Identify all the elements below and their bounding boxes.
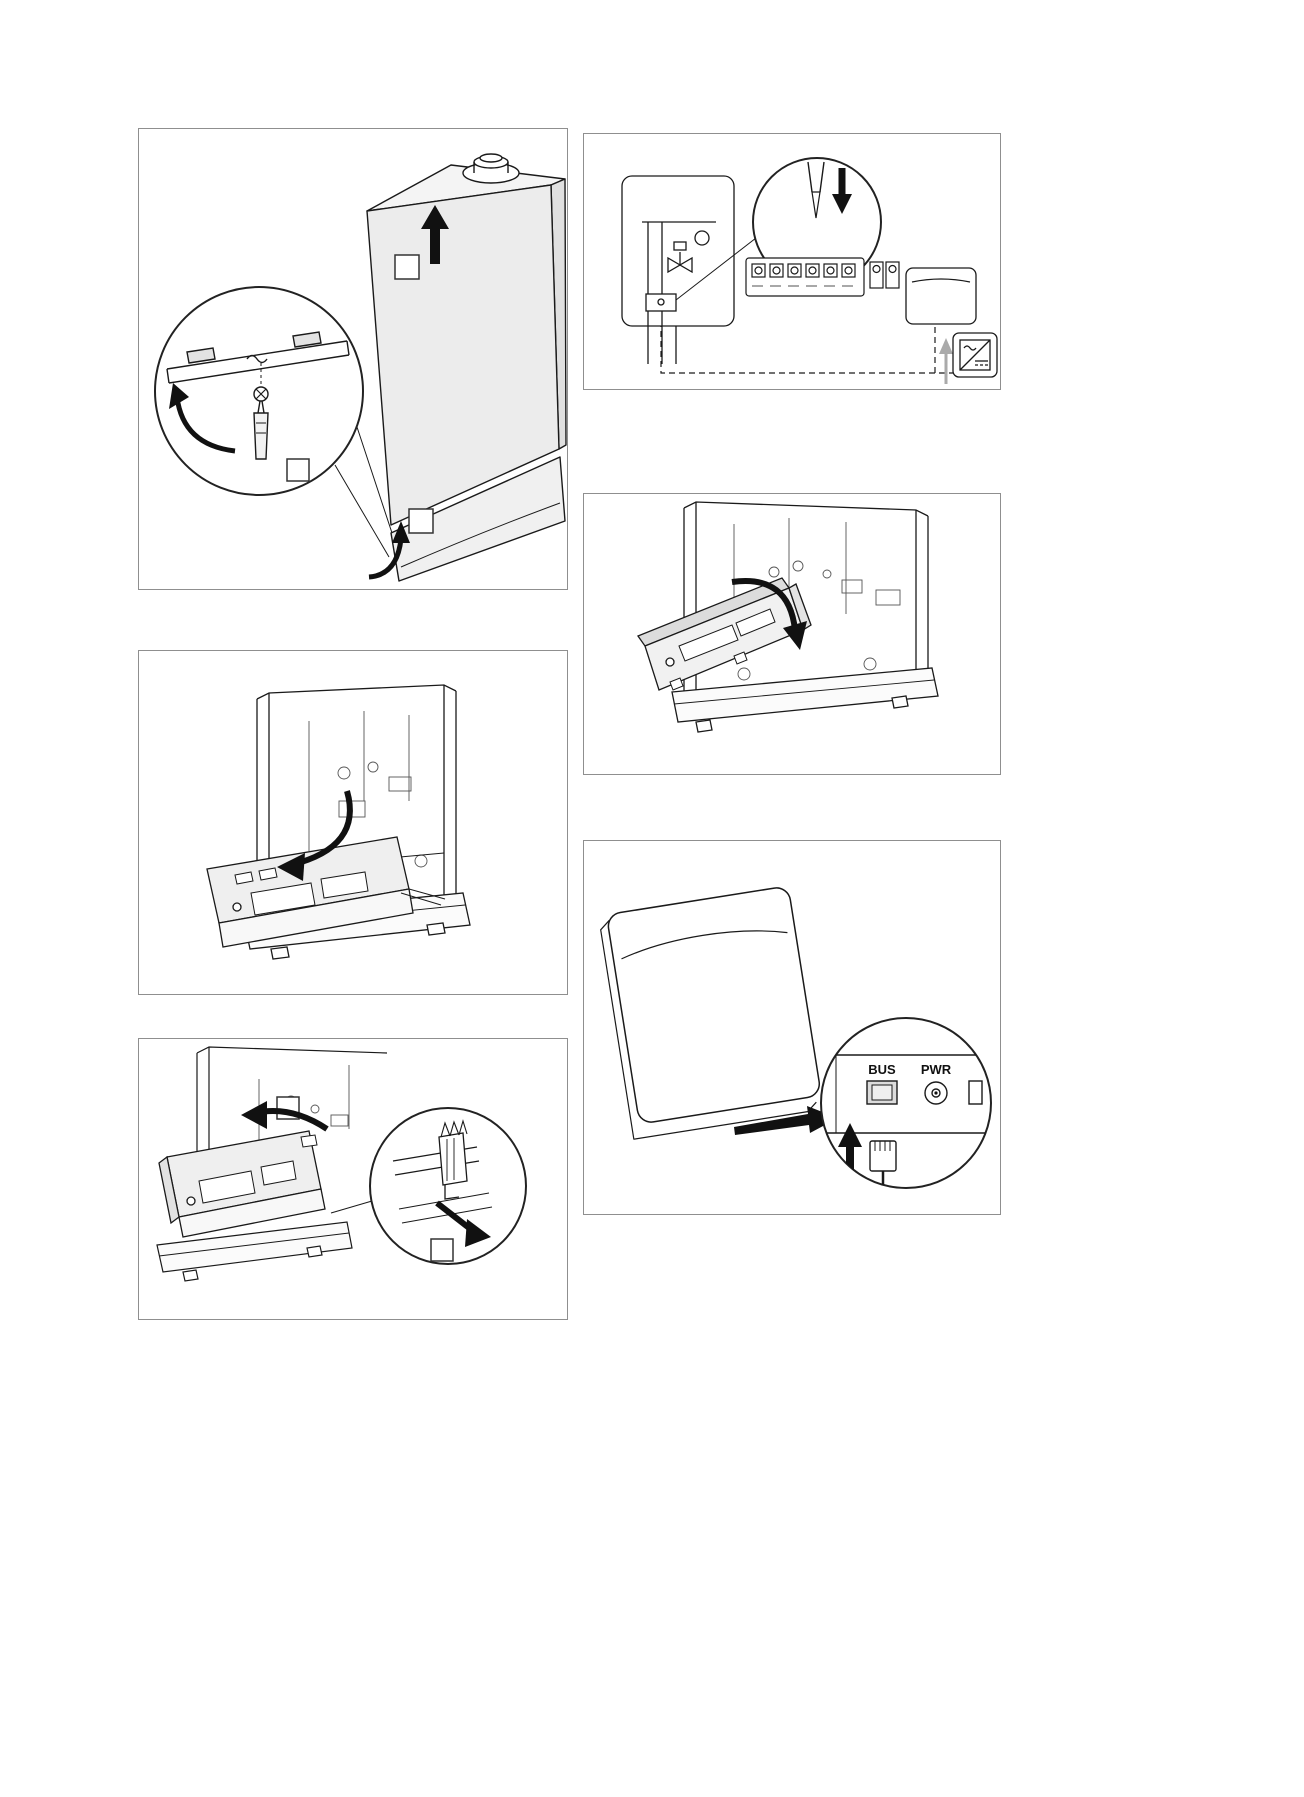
boiler-schematic — [621, 175, 735, 364]
callout-box-clip — [430, 1238, 454, 1262]
wiring-overview-illustration — [621, 157, 998, 384]
terminal-strip — [745, 257, 900, 297]
power-adapter-icon — [952, 332, 998, 378]
to-detail-arrow — [734, 1106, 838, 1135]
control-box-open-illustration — [206, 684, 471, 960]
tilt-control-box-illustration — [636, 501, 939, 733]
valve-icon — [667, 241, 693, 274]
unscrew-rotate-arrow — [169, 383, 236, 454]
callout-box-top — [394, 254, 420, 280]
detail-circle-clip — [369, 1107, 527, 1265]
screwdriver-icon — [253, 400, 269, 460]
detail-circle-ports: BUS PWR — [820, 1017, 992, 1189]
detail-leader-line — [675, 237, 757, 301]
base-tray — [671, 667, 939, 723]
clip-latch — [438, 1132, 468, 1186]
control-box — [636, 577, 812, 691]
release-clip-illustration — [156, 1046, 527, 1282]
figure-panel-tilt-control-box — [583, 493, 1001, 775]
figure-panel-bus-connection: BUS PWR — [583, 840, 1001, 1215]
detail-leader-lines — [334, 426, 393, 558]
callout-box-screw — [286, 458, 310, 482]
wiring-dashed-line — [660, 311, 976, 377]
detail-leader-line — [330, 1200, 373, 1214]
detail-circle-clips — [154, 286, 364, 496]
press-down-arrow — [832, 168, 852, 214]
junction-box — [645, 293, 677, 312]
figure-panel-release-clip — [138, 1038, 568, 1320]
room-thermostat — [905, 267, 977, 325]
open-flap-arrow — [368, 521, 410, 580]
control-box — [158, 1130, 326, 1238]
base-tray — [156, 1221, 353, 1273]
detail-circle-terminal — [752, 157, 882, 287]
figure-panel-remove-front-cover — [138, 128, 568, 590]
pwr-label: PWR — [921, 1062, 952, 1077]
bus-connection-illustration: BUS PWR — [600, 887, 992, 1189]
callout-box-flap — [408, 508, 434, 534]
thermostat-device — [600, 887, 821, 1140]
side-connector — [968, 1080, 983, 1105]
remove-front-cover-illustration — [154, 153, 567, 582]
lift-arrow — [421, 205, 449, 264]
rotate-arrow — [241, 1101, 329, 1132]
clip-tab-right — [292, 331, 322, 348]
rj-plug — [869, 1140, 897, 1172]
clip-tab-left — [186, 347, 216, 364]
rotate-down-arrow — [731, 578, 807, 650]
flue-collar — [462, 153, 520, 184]
power-flow-arrow — [939, 338, 953, 384]
control-box-open — [206, 836, 446, 948]
boiler-unit — [366, 153, 567, 582]
pump-icon — [694, 230, 710, 246]
rotate-open-arrow — [277, 790, 353, 881]
bus-label: BUS — [868, 1062, 896, 1077]
release-arrow — [435, 1200, 491, 1247]
screwdriver-icon — [807, 161, 825, 219]
figure-panel-wiring-overview — [583, 133, 1001, 390]
figure-panel-control-box-open — [138, 650, 568, 995]
